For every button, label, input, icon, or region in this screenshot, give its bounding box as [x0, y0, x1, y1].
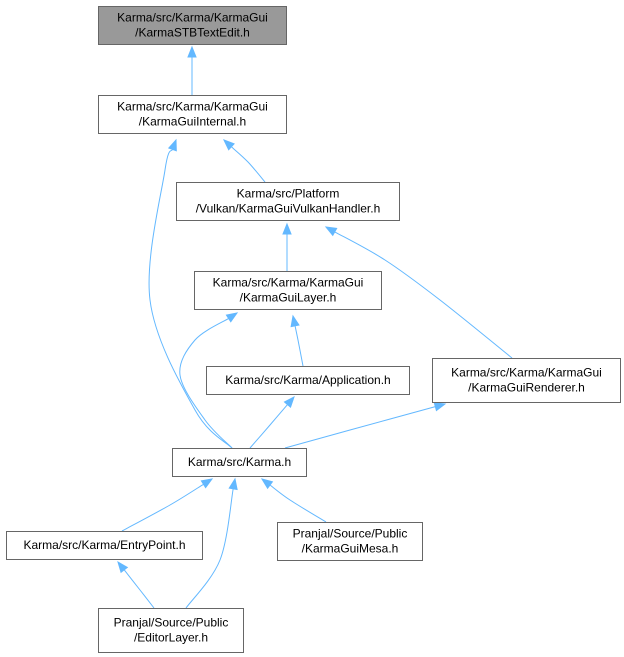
arrow-head-icon [187, 45, 197, 58]
node-box[interactable] [6, 531, 203, 560]
edge-application-to-layer [290, 314, 304, 367]
node-editor[interactable]: Pranjal/Source/Public/EditorLayer.h [98, 608, 244, 653]
edge-line [148, 149, 233, 449]
edge-line [334, 231, 513, 359]
arrow-head-icon [228, 477, 238, 491]
edge-layer-to-vulkan [282, 222, 292, 271]
edge-line [123, 569, 155, 609]
node-label-line: Karma/src/Platform [237, 187, 340, 201]
edge-line [179, 317, 233, 449]
node-layer[interactable]: Karma/src/Karma/KarmaGui/KarmaGuiLayer.h [194, 271, 382, 310]
node-box[interactable] [277, 522, 423, 561]
node-renderer[interactable]: Karma/src/Karma/KarmaGui/KarmaGuiRendere… [432, 358, 621, 403]
arrow-head-icon [324, 226, 338, 237]
node-stb[interactable]: Karma/src/Karma/KarmaGui/KarmaSTBTextEdi… [98, 6, 287, 45]
node-label-line: Karma/src/Karma/EntryPoint.h [23, 538, 185, 552]
node-vulkan[interactable]: Karma/src/Platform/Vulkan/KarmaGuiVulkan… [176, 182, 400, 221]
node-label-line: Karma/src/Karma.h [188, 455, 291, 469]
edge-entrypoint-to-karma [121, 478, 214, 532]
arrow-head-icon [167, 138, 177, 152]
edge-renderer-to-vulkan [324, 226, 513, 359]
edge-line [284, 406, 436, 449]
node-box[interactable] [98, 95, 287, 134]
node-label-line: Karma/src/Karma/KarmaGui [117, 100, 268, 114]
edge-line [294, 325, 304, 367]
node-box[interactable] [194, 271, 382, 310]
arrow-head-icon [200, 478, 214, 489]
node-label-line: /Vulkan/KarmaGuiVulkanHandler.h [196, 202, 381, 216]
arrow-head-icon [225, 312, 239, 323]
node-box[interactable] [98, 608, 244, 653]
edge-karma-to-layer [179, 312, 239, 449]
arrow-head-icon [223, 139, 235, 151]
arrow-head-icon [283, 395, 295, 409]
arrow-head-icon [117, 560, 129, 574]
node-label-line: Pranjal/Source/Public [114, 616, 229, 630]
arrow-head-icon [433, 402, 447, 412]
node-box[interactable] [172, 448, 307, 477]
edge-line [185, 488, 234, 609]
edge-vulkan-to-internal [223, 139, 266, 183]
node-label-line: Karma/src/Karma/KarmaGui [117, 11, 268, 25]
node-box[interactable] [98, 6, 287, 45]
arrow-head-icon [282, 222, 292, 235]
node-box[interactable] [432, 358, 621, 403]
arrow-head-icon [290, 314, 300, 328]
edge-line [249, 404, 288, 449]
node-karma[interactable]: Karma/src/Karma.h [172, 448, 307, 477]
node-label-line: Karma/src/Karma/Application.h [225, 373, 390, 387]
edge-editor-to-entrypoint [117, 560, 155, 609]
node-label-line: Karma/src/Karma/KarmaGui [213, 276, 364, 290]
node-entrypoint[interactable]: Karma/src/Karma/EntryPoint.h [6, 531, 203, 560]
edge-internal-to-stb [187, 45, 197, 96]
edge-editor-to-karma [185, 477, 238, 609]
edge-karma-to-renderer [284, 402, 447, 449]
graph-edges [117, 45, 513, 609]
node-label-line: Karma/src/Karma/KarmaGui [451, 366, 602, 380]
edge-line [121, 483, 204, 532]
edge-karma-to-internal [148, 138, 233, 449]
edge-line [231, 146, 266, 183]
graph-nodes: Karma/src/Karma/KarmaGui/KarmaSTBTextEdi… [6, 6, 621, 653]
node-mesa[interactable]: Pranjal/Source/Public/KarmaGuiMesa.h [277, 522, 423, 561]
node-box[interactable] [176, 182, 400, 221]
node-label-line: /KarmaSTBTextEdit.h [135, 26, 250, 40]
node-application[interactable]: Karma/src/Karma/Application.h [206, 366, 410, 395]
node-label-line: Pranjal/Source/Public [293, 527, 408, 541]
node-label-line: /KarmaGuiLayer.h [240, 291, 337, 305]
node-internal[interactable]: Karma/src/Karma/KarmaGui/KarmaGuiInterna… [98, 95, 287, 134]
node-label-line: /KarmaGuiMesa.h [302, 542, 399, 556]
node-label-line: /EditorLayer.h [134, 631, 208, 645]
arrow-head-icon [260, 478, 274, 490]
edge-line [269, 484, 327, 523]
node-box[interactable] [206, 366, 410, 395]
edge-karma-to-application [249, 395, 295, 449]
node-label-line: /KarmaGuiInternal.h [139, 115, 246, 129]
node-label-line: /KarmaGuiRenderer.h [468, 381, 585, 395]
edge-mesa-to-karma [260, 478, 327, 523]
